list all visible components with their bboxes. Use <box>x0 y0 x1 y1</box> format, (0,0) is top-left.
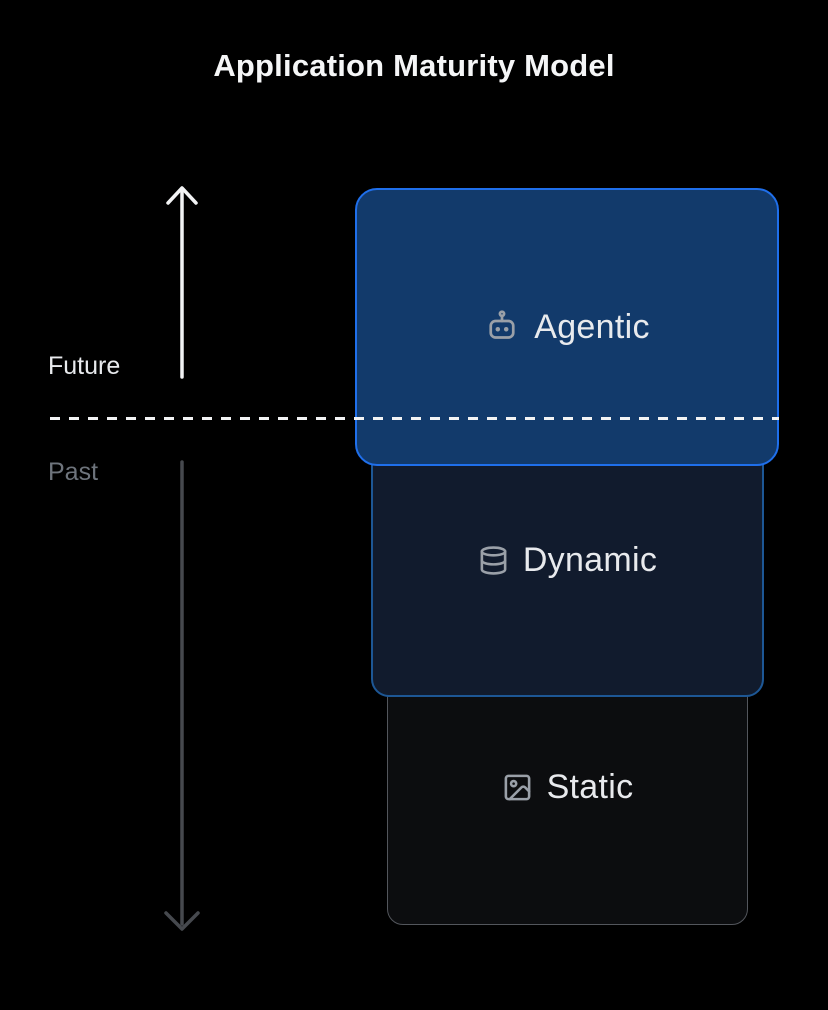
future-label: Future <box>48 352 121 380</box>
image-icon <box>502 772 533 803</box>
level-label-dynamic: Dynamic <box>522 540 658 579</box>
level-card-agentic: Agentic <box>355 188 779 466</box>
future-arrow-icon <box>166 186 198 379</box>
past-label: Past <box>48 458 99 486</box>
bot-icon <box>484 309 520 345</box>
database-icon <box>478 545 509 576</box>
level-label-static: Static <box>546 768 634 806</box>
level-card-dynamic: Dynamic <box>371 423 764 697</box>
past-arrow-icon <box>164 460 200 931</box>
present-divider-line <box>50 417 779 420</box>
diagram-title: Application Maturity Model <box>213 48 615 83</box>
level-label-agentic: Agentic <box>534 307 650 346</box>
